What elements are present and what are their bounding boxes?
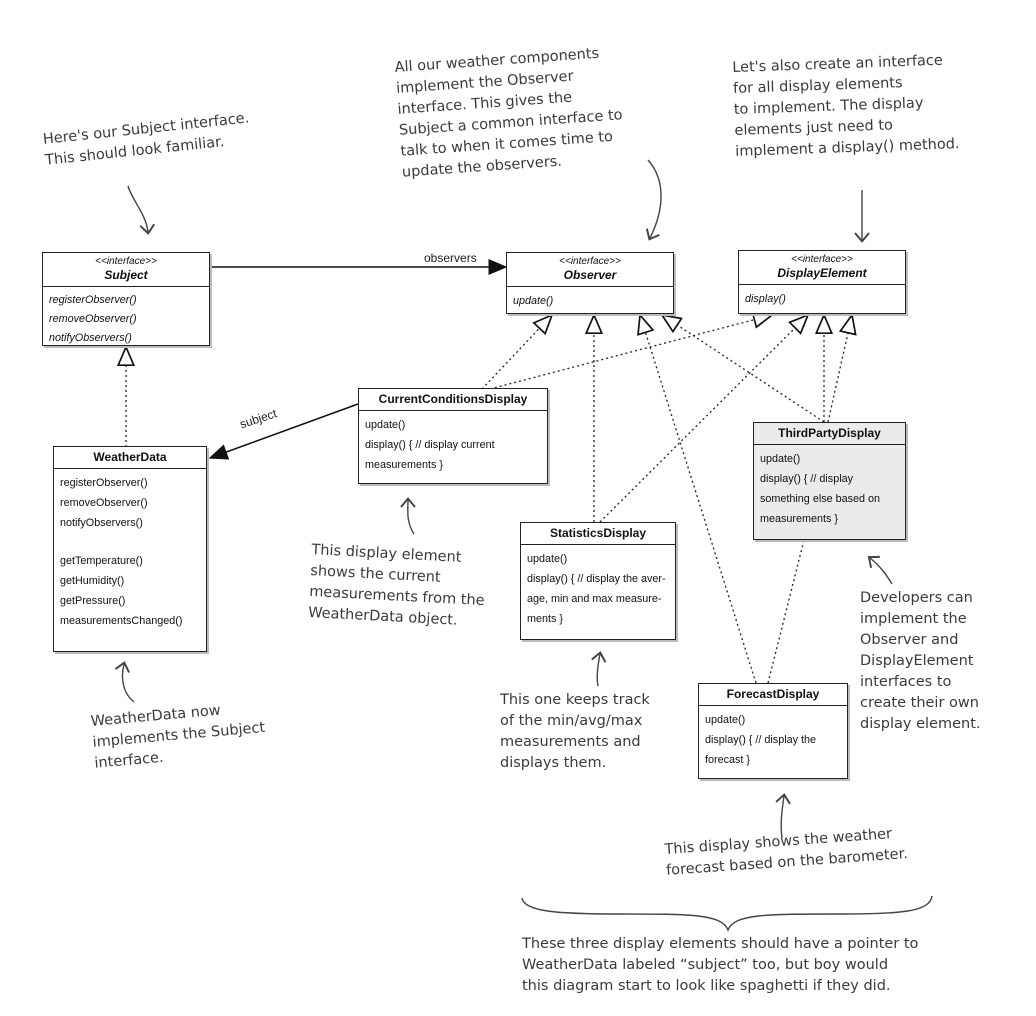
current-conditions-display-box: CurrentConditionsDisplay update() displa… <box>358 388 548 484</box>
method: registerObserver() <box>60 477 148 489</box>
weather-data-box: WeatherData registerObserver() removeObs… <box>53 446 207 652</box>
method: removeObserver() <box>60 497 148 509</box>
class-name: DisplayElement <box>777 266 867 280</box>
stereotype: <<interface>> <box>791 254 853 265</box>
statistics-display-box: StatisticsDisplay update() display() { /… <box>520 522 676 640</box>
method: update() <box>527 553 568 565</box>
method: something else based on <box>760 493 881 505</box>
observer-note: All our weather components implement the… <box>394 45 624 181</box>
display-element-note: Let's also create an interface for all d… <box>732 52 960 160</box>
method: age, min and max measure- <box>527 593 662 605</box>
method: getPressure() <box>60 595 126 607</box>
method: measurementsChanged() <box>60 615 183 627</box>
method: notifyObservers() <box>60 517 143 529</box>
stats-realizes-display <box>599 315 808 523</box>
subject-interface-box: <<interface>> Subject registerObserver()… <box>42 252 210 346</box>
class-name: ThirdPartyDisplay <box>778 426 881 440</box>
class-name: ForecastDisplay <box>726 687 820 701</box>
method: notifyObservers() <box>49 332 132 344</box>
subject-association <box>208 403 359 460</box>
observers-label: observers <box>424 251 477 265</box>
class-name: Observer <box>563 268 617 282</box>
developers-note: Developers can implement the Observer an… <box>860 590 981 732</box>
method: display() { // display <box>760 473 854 485</box>
spaghetti-note: These three display elements should have… <box>522 936 919 994</box>
observer-note-arrow <box>645 159 662 241</box>
stereotype: <<interface>> <box>95 256 157 267</box>
method: measurements } <box>760 513 839 525</box>
method: removeObserver() <box>49 313 137 325</box>
current-realizes-observer <box>481 315 552 390</box>
method: getHumidity() <box>60 575 125 587</box>
forecast-note-arrow <box>775 793 791 839</box>
observer-interface-box: <<interface>> Observer update() <box>506 252 674 314</box>
method: getTemperature() <box>60 555 143 567</box>
third-party-display-box: ThirdPartyDisplay update() display() { /… <box>753 422 906 540</box>
method: update() <box>365 419 406 431</box>
method: measurements } <box>365 459 444 471</box>
forecast-realizes-display <box>767 539 805 684</box>
brace <box>521 895 933 932</box>
third-realizes-observer <box>662 315 825 423</box>
current-conditions-note: This display element shows the current m… <box>307 541 485 629</box>
class-name: CurrentConditionsDisplay <box>378 392 528 406</box>
weatherdata-note-arrow <box>114 661 135 703</box>
stereotype: <<interface>> <box>559 256 621 267</box>
forecast-display-box: ForecastDisplay update() display() { // … <box>698 683 848 779</box>
forecast-realizes-observer <box>640 315 757 684</box>
current-realizes-display <box>489 315 772 390</box>
method: update() <box>705 714 746 726</box>
subject-note-arrow <box>127 185 155 235</box>
method: display() { // display current <box>365 439 495 451</box>
statistics-note: This one keeps track of the min/avg/max … <box>500 692 650 771</box>
method: registerObserver() <box>49 294 137 306</box>
method: ments } <box>527 613 564 625</box>
method: forecast } <box>705 754 751 766</box>
method: update() <box>760 453 801 465</box>
current-note-arrow <box>400 497 416 535</box>
developers-note-arrow <box>867 555 893 585</box>
method: display() { // display the <box>705 734 817 746</box>
class-name: WeatherData <box>93 450 167 464</box>
method: display() <box>745 293 786 305</box>
third-realizes-display-b <box>827 315 852 423</box>
class-name: StatisticsDisplay <box>549 526 647 540</box>
display-element-interface-box: <<interface>> DisplayElement display() <box>738 250 906 314</box>
class-name: Subject <box>104 268 148 282</box>
statistics-note-arrow <box>591 651 607 687</box>
method: display() { // display the aver- <box>527 573 666 585</box>
method: update() <box>513 295 554 307</box>
